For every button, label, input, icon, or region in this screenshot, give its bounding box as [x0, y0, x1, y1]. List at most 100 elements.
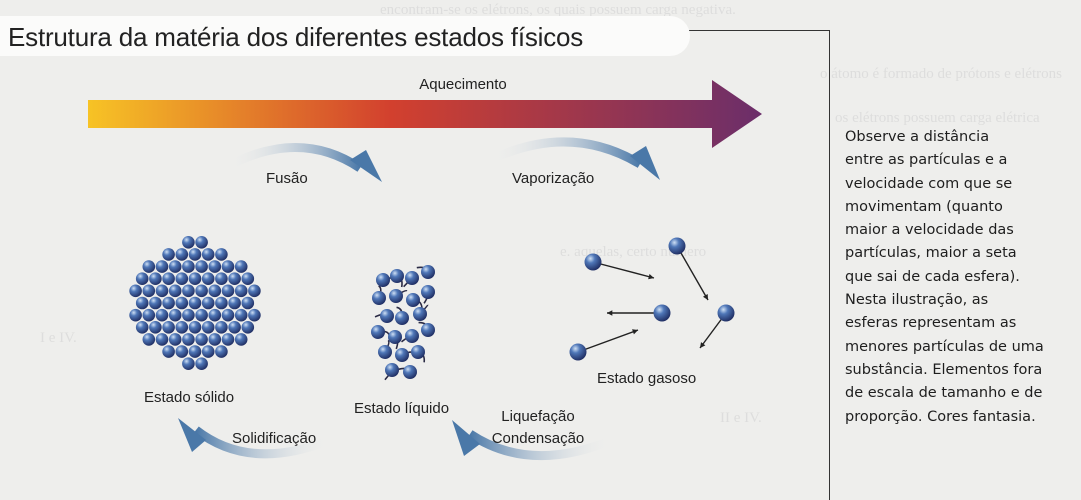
solid-particle — [221, 284, 235, 298]
fusion-label: Fusão — [266, 170, 308, 187]
solid-particle — [201, 345, 215, 358]
liquid-particle — [405, 271, 419, 285]
solid-particle — [234, 308, 248, 322]
solid-particle — [155, 284, 169, 298]
liquid-particle — [388, 330, 402, 344]
solid-particle — [188, 320, 202, 334]
solid-particle — [241, 320, 255, 334]
liquid-state-label: Estado líquido — [354, 400, 450, 417]
gas-arrowhead — [700, 342, 706, 348]
solid-particle — [182, 284, 195, 298]
solid-particle — [162, 296, 175, 310]
solid-particle — [142, 260, 156, 273]
solid-particle — [175, 248, 189, 261]
solid-particle — [195, 357, 208, 371]
gas-state-label: Estado gasoso — [597, 370, 697, 387]
liquid-particle — [376, 273, 390, 287]
liquid-particle — [421, 285, 435, 299]
solid-particle — [195, 260, 208, 273]
solid-particle — [135, 320, 149, 334]
solid-particle — [215, 272, 228, 286]
solid-particle — [155, 308, 169, 322]
condensation-label: Condensação — [491, 430, 585, 447]
solid-particle — [195, 235, 208, 249]
note-line: substância. Elementos fora — [845, 361, 1043, 378]
solid-particle — [149, 296, 162, 310]
solid-particle — [201, 272, 215, 286]
solid-particles — [129, 235, 261, 371]
solid-particle — [155, 333, 169, 346]
solid-particle — [135, 296, 149, 310]
solid-particle — [182, 333, 195, 346]
solid-particle — [234, 333, 248, 346]
note-line: partículas, maior a seta — [845, 245, 1017, 262]
solid-particle — [228, 272, 241, 286]
gas-arrowhead — [632, 329, 638, 335]
solid-particle — [221, 260, 235, 273]
solid-particle — [149, 320, 162, 334]
liquid-particle — [371, 325, 385, 339]
liquid-particle — [405, 329, 419, 343]
solid-particle — [142, 308, 156, 322]
liquid-particle — [385, 363, 399, 377]
solid-particle — [135, 272, 149, 286]
note-line: menores partículas de uma — [845, 338, 1044, 355]
liquid-particle — [390, 269, 404, 283]
solid-particle — [241, 272, 255, 286]
solid-particle — [168, 260, 182, 273]
liquid-particle — [380, 309, 394, 323]
solid-particle — [182, 260, 195, 273]
gas-arrowhead — [648, 274, 654, 280]
gas-velocity-arrow — [577, 329, 639, 353]
solid-particle — [188, 345, 202, 358]
note-line: entre as partículas e a — [845, 152, 1008, 169]
solid-particle — [234, 260, 248, 273]
liquid-particle — [421, 323, 435, 337]
liquid-particle — [421, 265, 435, 279]
note-line: Observe a distância — [845, 129, 990, 145]
solid-particle — [215, 320, 228, 334]
liquid-particle — [378, 345, 392, 359]
solid-particle — [142, 284, 156, 298]
gas-particle — [569, 343, 587, 361]
gas-particles — [569, 237, 735, 361]
solid-particle — [248, 308, 261, 322]
note-line: maior a velocidade das — [845, 222, 1014, 239]
solid-particle — [162, 248, 175, 261]
liquid-particle — [411, 345, 425, 359]
liquid-particle — [406, 293, 420, 307]
solid-particle — [195, 284, 208, 298]
condensation-arrow — [452, 420, 614, 461]
solid-particle — [228, 320, 241, 334]
solid-particle — [175, 296, 189, 310]
vaporization-label: Vaporização — [512, 170, 595, 187]
gas-particle — [717, 304, 735, 322]
note-line: proporção. Cores fantasia. — [845, 408, 1036, 425]
liquid-particle — [372, 291, 386, 305]
solid-particle — [168, 333, 182, 346]
note-line: velocidade com que se — [845, 175, 1013, 192]
note-line: movimentam (quanto — [845, 198, 1003, 215]
gas-arrowhead — [607, 310, 613, 316]
solid-particle — [182, 357, 195, 371]
solid-particle — [201, 296, 215, 310]
solid-particle — [195, 308, 208, 322]
solid-particle — [208, 308, 222, 322]
solid-particle — [208, 260, 222, 273]
solid-particle — [175, 345, 189, 358]
liquid-particle — [403, 365, 417, 379]
solid-particle — [162, 272, 175, 286]
liquid-particles — [371, 265, 435, 381]
liquefaction-label: Liquefação — [501, 408, 575, 425]
solid-state-label: Estado sólido — [144, 389, 235, 406]
solid-particle — [215, 296, 228, 310]
solid-particle — [215, 345, 228, 358]
note-line: que sai de cada esfera). — [845, 268, 1020, 285]
note-line: esferas representam as — [845, 315, 1017, 332]
solid-particle — [182, 235, 195, 249]
solid-particle — [142, 333, 156, 346]
solid-particle — [149, 272, 162, 286]
note-line: de escala de tamanho e de — [845, 385, 1043, 402]
solid-particle — [182, 308, 195, 322]
